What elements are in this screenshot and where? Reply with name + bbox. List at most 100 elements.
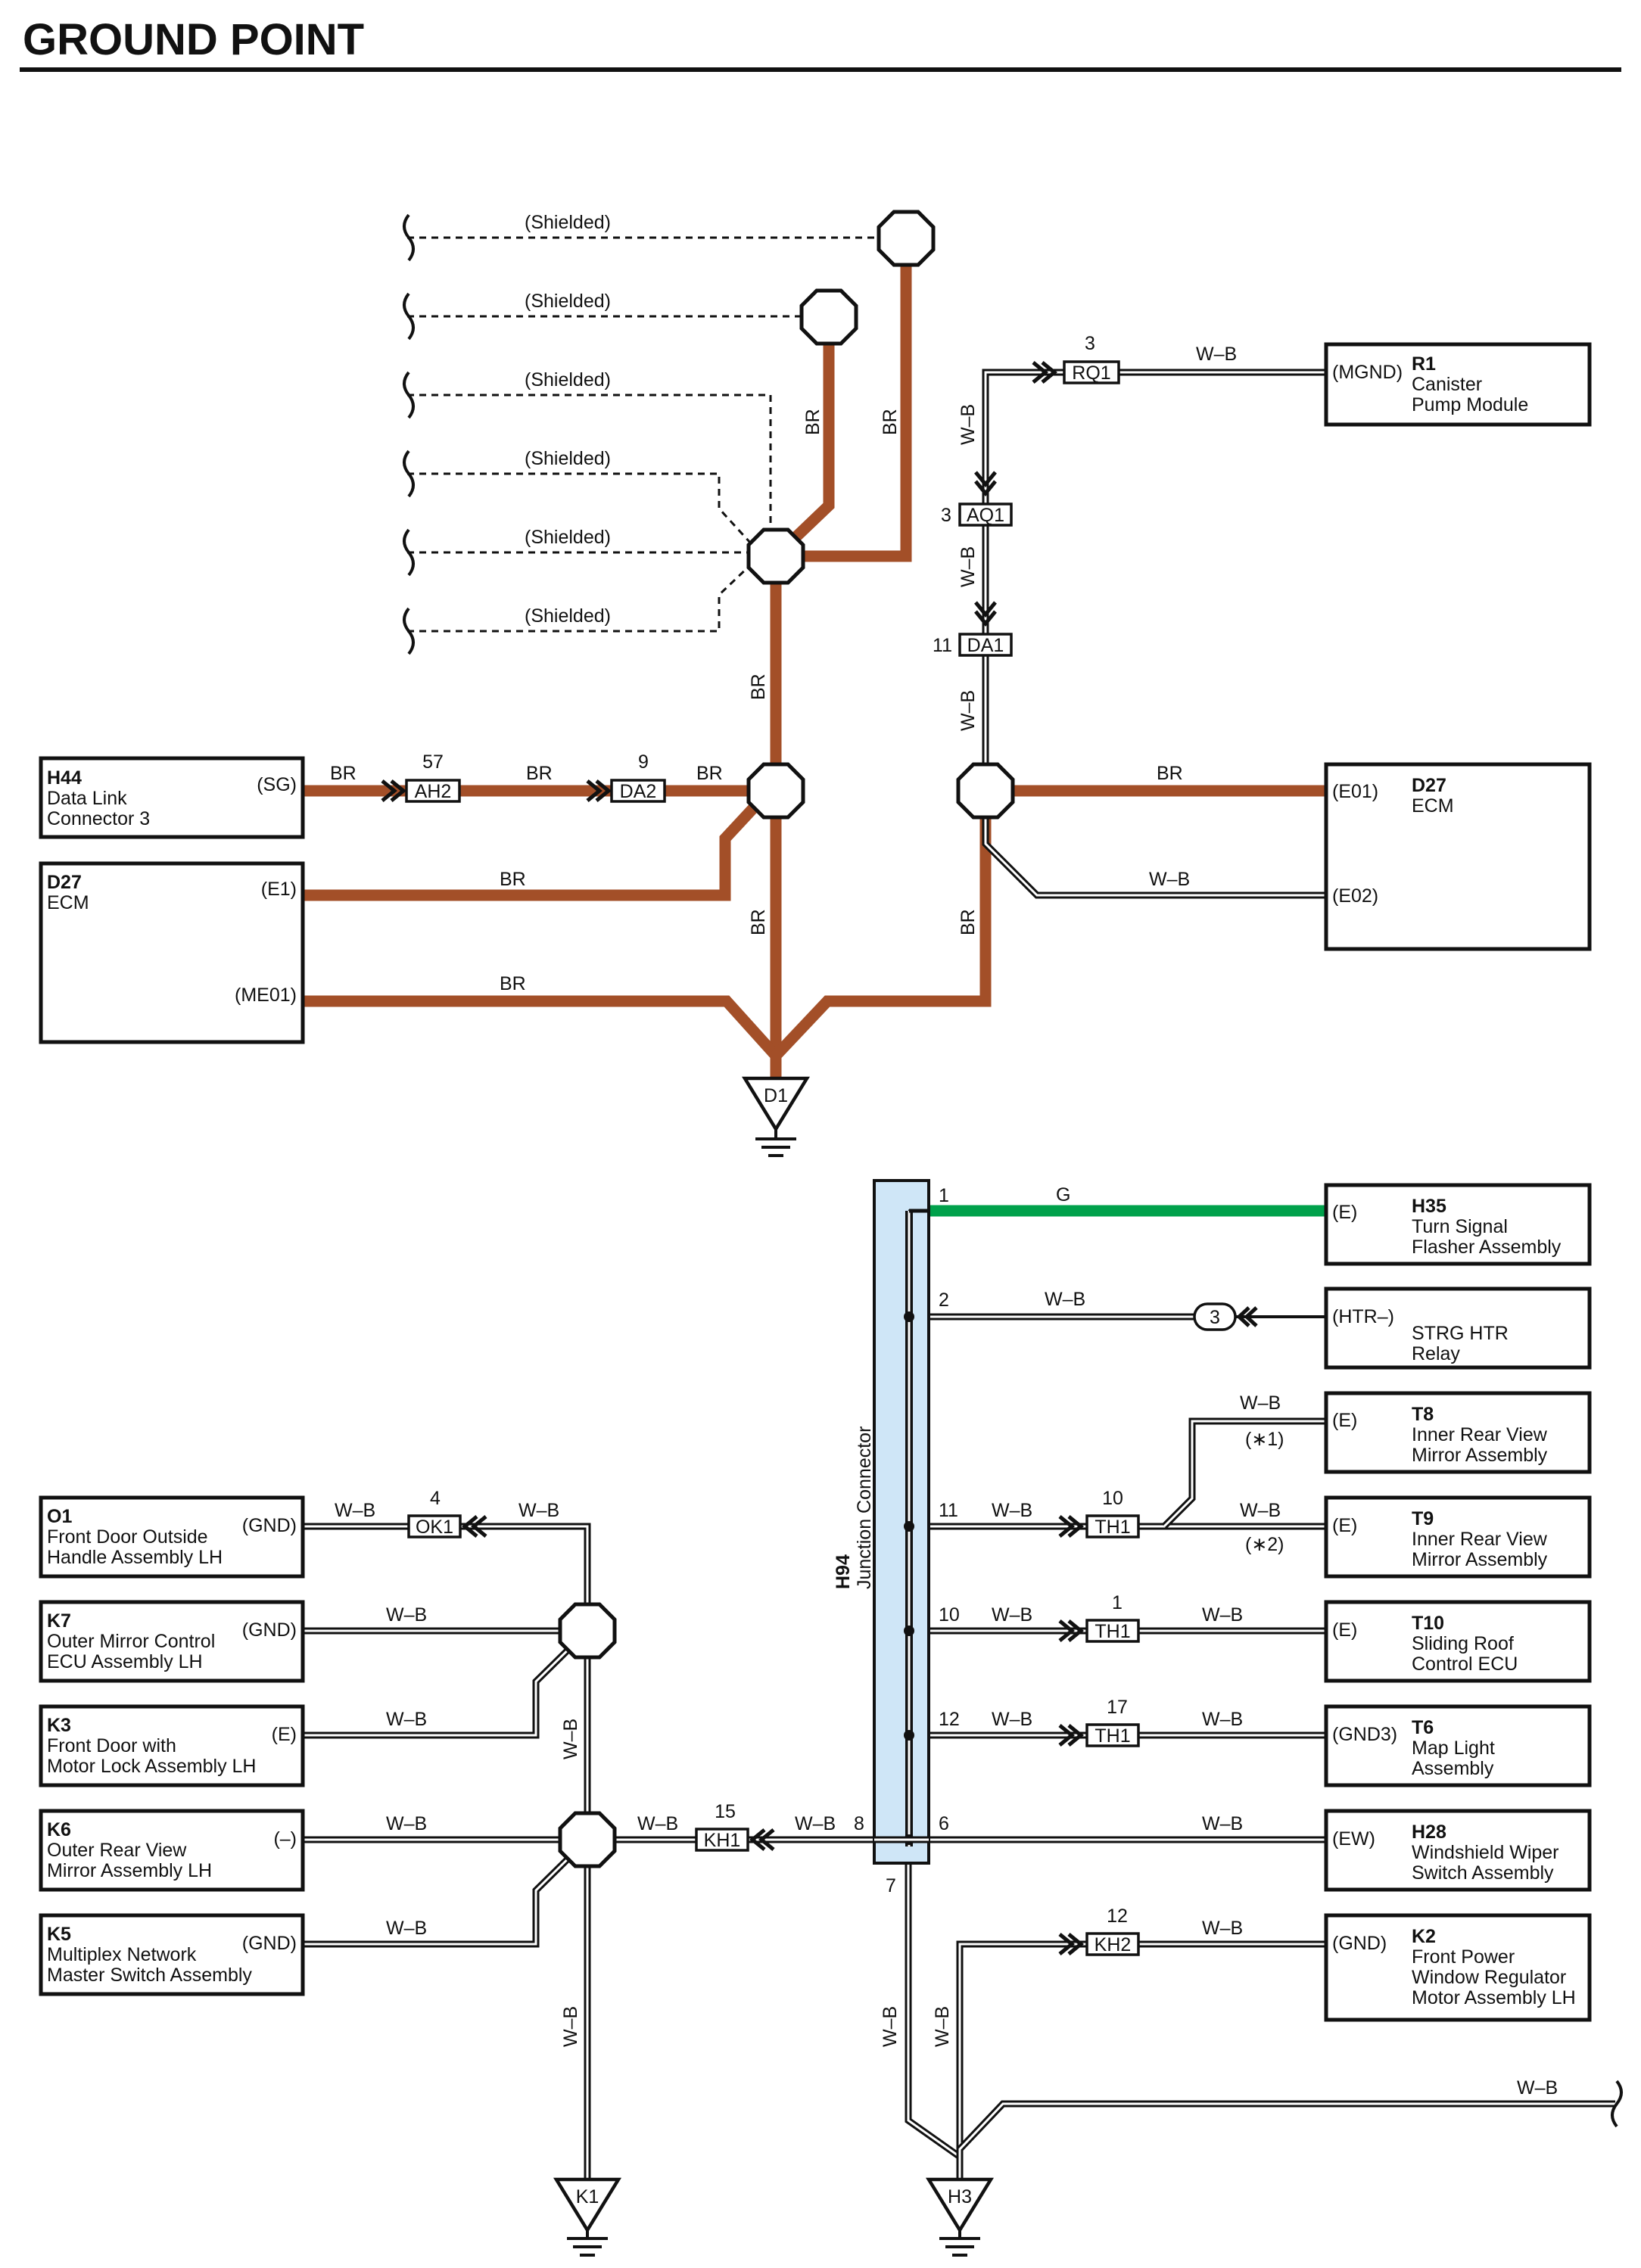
component-k5: K5 Multiplex Network Master Switch Assem… [39,1913,305,1996]
connector-kh1 [695,1828,749,1852]
ground-h3: H3 [925,2177,995,2257]
junction-body [873,1179,930,1865]
wire-label-wb-vertical: W–B [958,404,979,445]
br-wire-e1 [303,792,769,901]
splice-center-mid [746,762,805,820]
component-pin: (GND3) [1332,1724,1397,1745]
aq1-arrow [974,471,997,496]
br-wire-shield2 [771,316,835,561]
wire-label-wb: W–B [1240,1500,1281,1521]
br-wire-right-down [771,791,992,1060]
wire-label-br: BR [500,869,526,890]
component-id: K7 [47,1610,71,1632]
component-name-line: Inner Rear View [1412,1529,1548,1550]
connector-da2-label: DA2 [620,781,657,802]
component-name-line: Assembly [1412,1758,1494,1779]
component-name-line: Outer Mirror Control [47,1631,215,1652]
page-title: GROUND POINT [23,15,364,64]
component-box [1324,1600,1592,1683]
component-name-line: Relay [1412,1343,1460,1364]
wb-wires-top [982,369,1326,899]
shielded-label-3: (Shielded) [525,369,611,390]
br-wires [303,238,1326,1078]
component-name-line: Mirror Assembly [1412,1549,1548,1570]
connector-kh2 [1085,1932,1140,1956]
connector-da2-num: 9 [638,751,649,773]
component-name-line: Data Link [47,788,127,809]
connector-th1-num: 17 [1107,1697,1128,1718]
component-name-line: Master Switch Assembly [47,1965,252,1986]
wire-label-br: BR [696,763,723,784]
component-pin: (GND) [242,1515,297,1536]
note-label: (∗1) [1245,1429,1284,1450]
wb-wire-k5 [303,1837,590,1948]
wire-label-wb: W–B [992,1500,1032,1521]
component-name-line: Pump Module [1412,394,1528,415]
connector-aq1-label: AQ1 [967,505,1004,526]
component-o1: O1 Front Door Outside Handle Assembly LH… [39,1495,305,1579]
component-name-line: Inner Rear View [1412,1424,1548,1445]
splice-shield2 [799,288,858,346]
component-pin: (–) [273,1828,297,1850]
br-wire-shield1 [776,238,912,562]
connector-da1 [958,633,1013,657]
component-pin: (GND) [242,1933,297,1954]
shielded-wire-6 [407,565,751,633]
ground-triangle [553,2177,622,2234]
component-id: D27 [1412,775,1446,796]
component-r1: (MGND) R1 Canister Pump Module [1324,342,1592,427]
component-name-line: Front Door Outside [47,1526,208,1548]
wb-wire-r1 [982,369,1326,791]
splices-top [746,210,1015,820]
ground-k1: K1 [553,2177,622,2257]
component-pin: (MGND) [1332,362,1403,383]
connector-da2 [610,779,666,803]
component-pin: (E) [1332,1202,1357,1223]
wire-break-4 [403,450,415,498]
connector-ah2-num: 57 [422,751,444,773]
connectors-bottom: 3 TH1 10 TH1 1 TH1 17 KH2 12 KH1 15 OK1 … [407,1302,1237,1956]
component-id: H28 [1412,1822,1446,1843]
shielded-label-6: (Shielded) [525,605,611,627]
component-k3: K3 Front Door with Motor Lock Assembly L… [39,1704,305,1787]
wire-label-wb: W–B [992,1709,1032,1730]
wire-label-br: BR [526,763,553,784]
shielded-label-5: (Shielded) [525,527,611,548]
wire-label-wb: W–B [1240,1392,1281,1414]
wire-break-3 [403,371,415,419]
component-pin: (E) [1332,1619,1357,1641]
wire-labels-bottom: G W–B W–B (∗1) W–B W–B (∗2) W–B W–B W–B … [335,1184,1558,2098]
connector-rq1 [1063,360,1120,384]
wire-label-wb: W–B [335,1500,375,1521]
junction-pin: 1 [939,1185,949,1206]
component-name-line: Outer Rear View [47,1840,187,1861]
br-wire-me01 [303,995,780,1060]
wire-label-wb-vertical: W–B [958,690,979,731]
wire-label-wb: W–B [795,1813,836,1834]
wire-label-br-vertical: BR [802,409,824,435]
wire-label-br-vertical: BR [958,909,979,935]
shielded-label-1: (Shielded) [525,212,611,233]
wb-wires-bottom-left [303,1523,874,2179]
component-k7: K7 Outer Mirror Control ECU Assembly LH … [39,1600,305,1683]
connector-da1-label: DA1 [967,635,1004,656]
wire-label-wb: W–B [1149,869,1190,890]
ground-d1: D1 [741,1076,811,1157]
wire-labels-top: BR BR BR BR BR BR W–B W–B BR BR BR BR BR… [330,344,1237,994]
component-name-line: Front Power [1412,1946,1515,1968]
wire-label-wb-vertical: W–B [932,2006,953,2047]
component-id: O1 [47,1506,72,1527]
wire-label-br: BR [1157,763,1183,784]
wire-label-br-vertical: BR [880,409,901,435]
component-box [39,1704,305,1787]
component-name-line: Turn Signal [1412,1216,1508,1237]
ground-label: H3 [948,2186,972,2207]
component-h44: H44 Data Link Connector 3 (SG) [39,756,305,839]
component-id: T8 [1412,1404,1434,1425]
junction-pin: 12 [939,1709,960,1730]
component-pin: (E) [1332,1410,1357,1431]
ground-triangle [925,2177,995,2234]
component-name-line: Flasher Assembly [1412,1237,1562,1258]
component-pin: (E1) [261,879,297,900]
